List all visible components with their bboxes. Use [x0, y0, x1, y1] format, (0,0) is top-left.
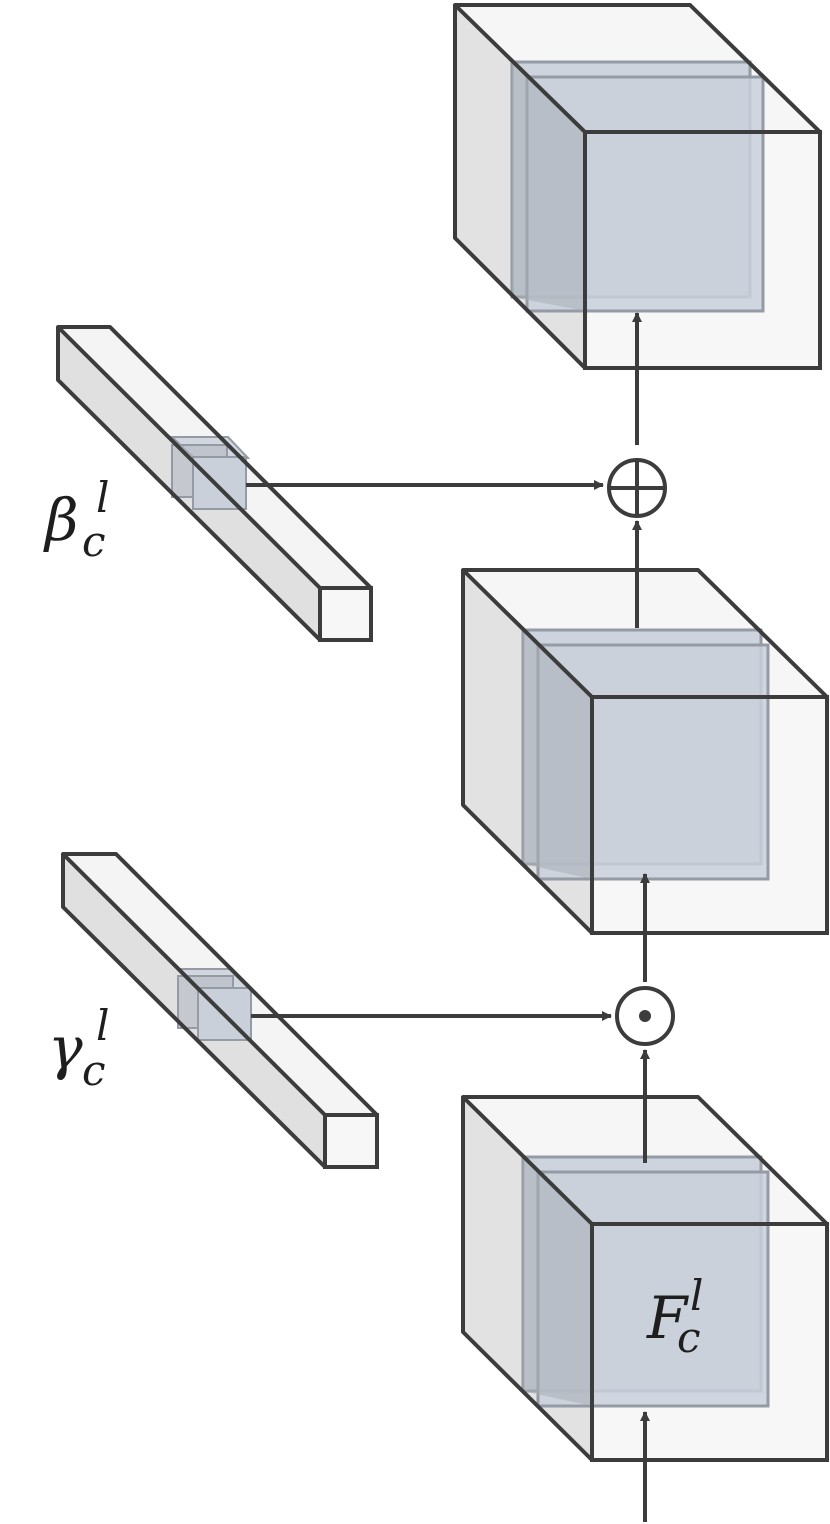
beta-label: β c l — [43, 473, 124, 570]
modulated-feature-cube — [461, 568, 829, 935]
add-operator: ⊕ — [607, 458, 667, 518]
modulated-feature-slabs — [521, 628, 770, 881]
feature-label: F c l — [646, 1271, 719, 1366]
gamma-highlight-element — [175, 968, 255, 1041]
multiply-operator: ⊙ — [615, 986, 675, 1046]
beta-vector — [56, 325, 373, 642]
gamma-label: γ c l — [48, 1001, 124, 1099]
output-feature-cube — [453, 3, 822, 370]
beta-highlight-element — [169, 436, 251, 510]
flow-arrows — [246, 312, 650, 1522]
gamma-vector — [61, 852, 379, 1169]
input-feature-cube: F c l — [461, 1095, 829, 1462]
